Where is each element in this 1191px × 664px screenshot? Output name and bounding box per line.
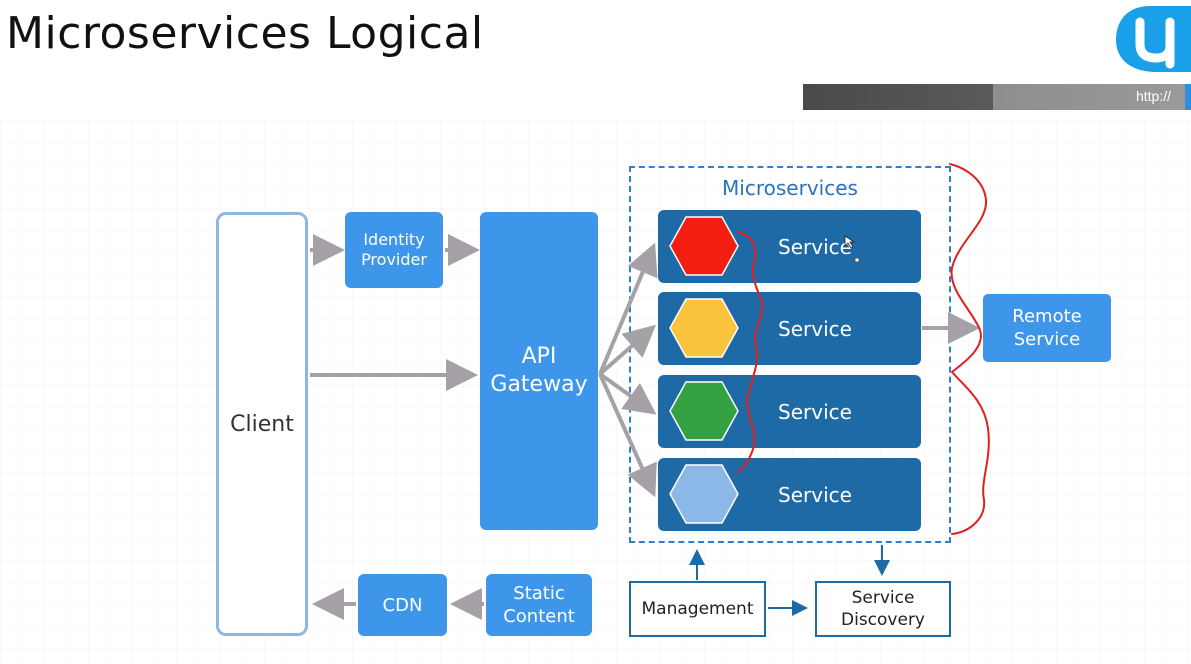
service-label: Service <box>778 234 852 259</box>
service-box-2: Service <box>658 292 921 365</box>
hexagon-fill <box>669 381 739 441</box>
hexagon-icon <box>669 216 739 276</box>
hexagon-icon <box>669 298 739 358</box>
management-label: Management <box>641 599 754 619</box>
service-discovery-box: Service Discovery <box>815 581 951 637</box>
static-content-label: Static Content <box>503 583 575 627</box>
hexagon-icon <box>669 464 739 524</box>
api-gateway-box: API Gateway <box>480 212 598 530</box>
hexagon-fill <box>669 216 739 276</box>
service-box-4: Service <box>658 458 921 531</box>
brand-logo-icon <box>1116 6 1191 72</box>
hexagon-fill <box>669 298 739 358</box>
hexagon-fill <box>669 464 739 524</box>
identity-provider-label: Identity Provider <box>361 230 427 269</box>
identity-provider-box: Identity Provider <box>345 212 443 288</box>
cdn-label: CDN <box>382 594 423 616</box>
url-text: http:// <box>1135 88 1171 104</box>
api-gateway-label: API Gateway <box>490 344 588 397</box>
slide-title: Microservices Logical <box>6 8 484 59</box>
url-bar: http:// <box>803 84 1191 110</box>
service-box-1: Service <box>658 210 921 283</box>
service-box-3: Service <box>658 375 921 448</box>
remote-service-box: Remote Service <box>983 294 1111 362</box>
hexagon-icon <box>669 381 739 441</box>
microservices-title: Microservices <box>722 176 858 200</box>
service-label: Service <box>778 399 852 424</box>
client-label: Client <box>230 411 294 437</box>
url-bar-accent <box>1185 84 1191 110</box>
management-box: Management <box>629 581 766 637</box>
cdn-box: CDN <box>358 574 447 636</box>
static-content-box: Static Content <box>486 574 592 636</box>
remote-service-label: Remote Service <box>1012 306 1082 350</box>
service-label: Service <box>778 316 852 341</box>
service-discovery-label: Service Discovery <box>841 588 925 630</box>
client-box: Client <box>216 212 308 636</box>
service-label: Service <box>778 482 852 507</box>
